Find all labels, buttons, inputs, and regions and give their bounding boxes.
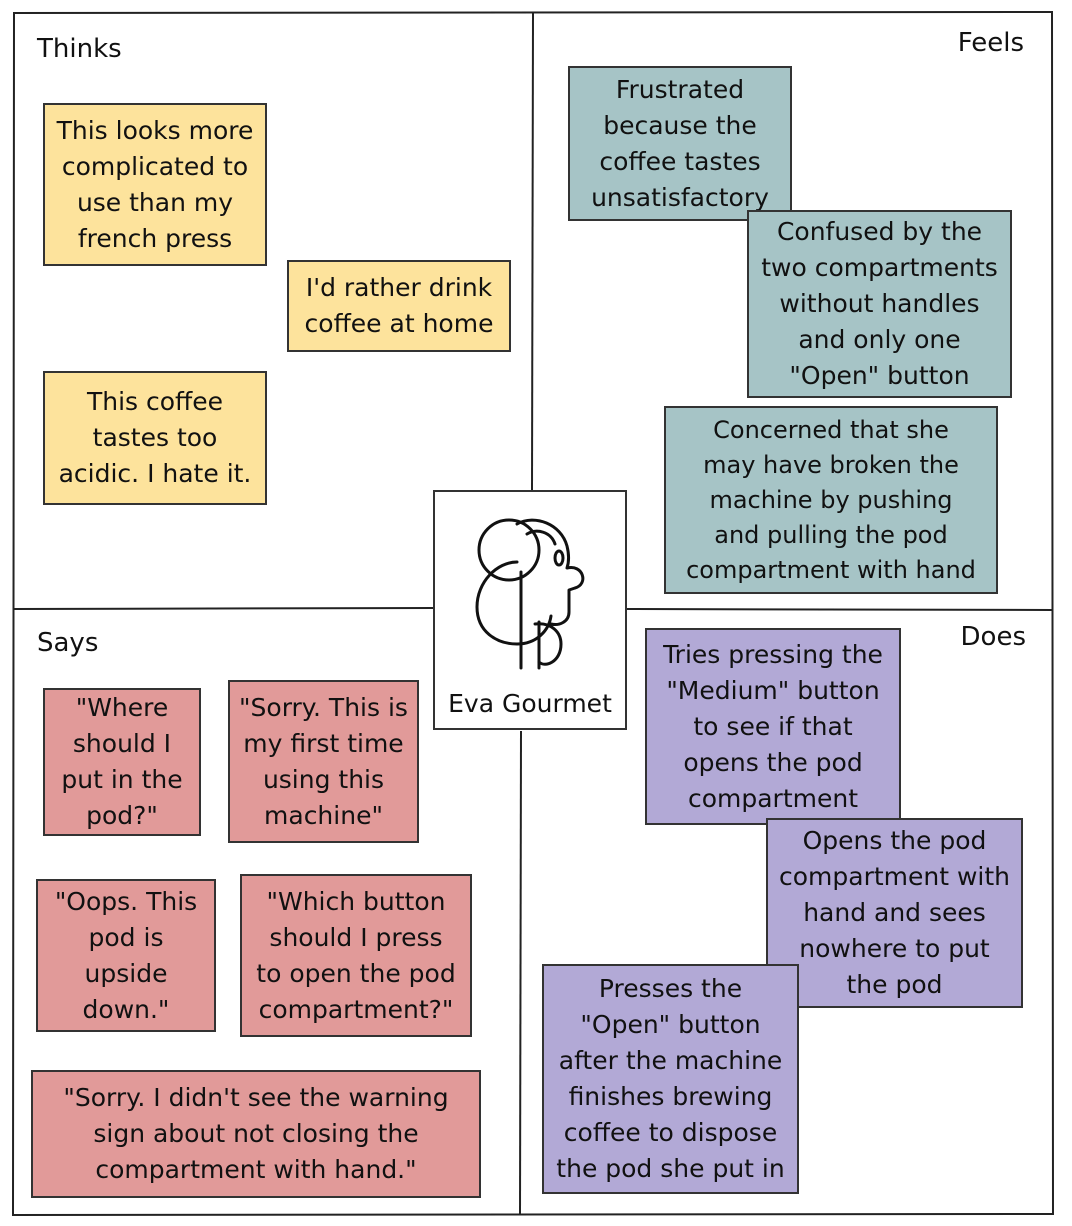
says-label: Says: [37, 628, 99, 658]
thinks-note: I'd rather drink coffee at home: [287, 260, 511, 352]
does-note: Presses the "Open" button after the mach…: [542, 964, 799, 1194]
does-note: Tries pressing the "Medium" button to se…: [645, 628, 901, 825]
does-note: Opens the pod compartment with hand and …: [766, 818, 1023, 1008]
divider-horizontal-left: [13, 607, 434, 610]
thinks-note: This looks more complicated to use than …: [43, 103, 267, 266]
says-note: "Oops. This pod is upside down.": [36, 879, 216, 1032]
says-note: "Which button should I press to open the…: [240, 874, 472, 1037]
persona-card: Eva Gourmet: [433, 490, 627, 730]
says-note: "Where should I put in the pod?": [43, 688, 201, 836]
persona-name: Eva Gourmet: [448, 689, 612, 718]
feels-note: Confused by the two compartments without…: [747, 210, 1012, 398]
divider-vertical-bottom: [519, 730, 522, 1215]
feels-label: Feels: [957, 28, 1024, 58]
divider-vertical-top: [531, 12, 534, 491]
feels-note: Frustrated because the coffee tastes uns…: [568, 66, 792, 221]
thinks-label: Thinks: [37, 34, 122, 64]
does-label: Does: [960, 622, 1026, 652]
feels-note: Concerned that she may have broken the m…: [664, 406, 998, 594]
says-note: "Sorry. I didn't see the warning sign ab…: [31, 1070, 481, 1198]
says-note: "Sorry. This is my first time using this…: [228, 680, 419, 843]
woman-profile-icon: [475, 518, 585, 670]
thinks-note: This coffee tastes too acidic. I hate it…: [43, 371, 267, 505]
divider-horizontal-right: [626, 608, 1053, 611]
outer-border: [11, 10, 1055, 1217]
